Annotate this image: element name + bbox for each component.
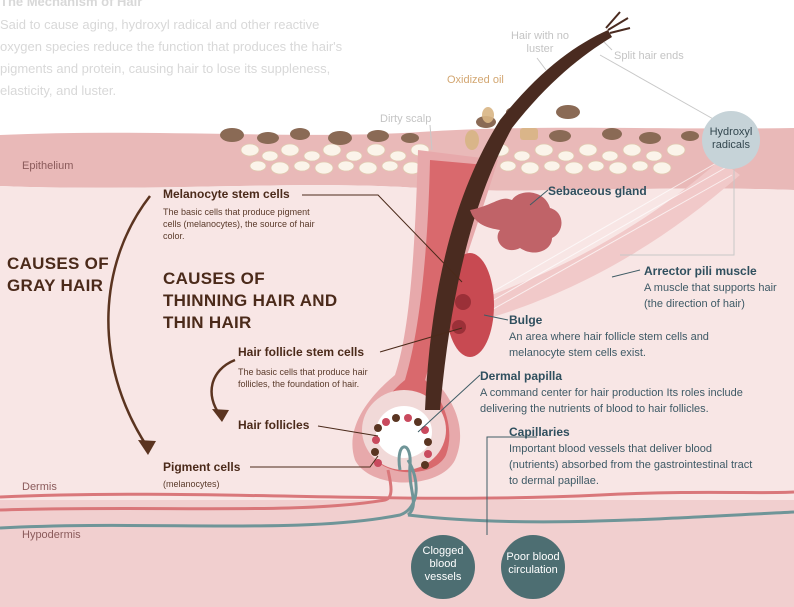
causes-gray-line1: CAUSES OF [7, 254, 109, 273]
causes-thin-line1: CAUSES OF [163, 269, 265, 288]
label-melanocyte: Melanocyte stem cells [163, 187, 290, 201]
label-bulge: Bulge [509, 313, 543, 327]
label-dermal-papilla: Dermal papilla [480, 369, 563, 383]
desc-capillaries: Important blood vessels that deliver blo… [509, 443, 753, 487]
intro-body: Said to cause aging, hydroxyl radical an… [0, 17, 343, 98]
desc-follicle-stem: The basic cells that produce hair follic… [238, 367, 368, 389]
dirt-particles [220, 105, 699, 145]
hair-shaft [425, 30, 612, 410]
label-hydroxyl: Hydroxyl radicals [709, 126, 753, 151]
label-clogged: Clogged blood vessels [422, 545, 464, 583]
label-dirty-scalp: Dirty scalp [380, 113, 432, 125]
desc-bulge: An area where hair follicle stem cells a… [509, 331, 709, 359]
sebaceous-gland [470, 192, 562, 253]
label-hair-no-luster: Hair with no luster [510, 30, 570, 55]
desc-dermal-papilla: A command center for hair production Its… [480, 387, 743, 415]
clogged-circle [411, 535, 475, 599]
label-arrector: Arrector pili muscle [644, 264, 757, 278]
label-sebaceous: Sebaceous gland [548, 184, 647, 198]
causes-thin-line2: THINNING HAIR AND [163, 291, 338, 310]
label-poor-circulation: Poor blood circulation [506, 551, 560, 576]
leader-lines [250, 194, 463, 468]
hydroxyl-circle [702, 111, 760, 169]
causes-gray-line2: GRAY HAIR [7, 276, 104, 295]
causes-thin-line3: THIN HAIR [163, 313, 252, 332]
causes-thin-heading: CAUSES OF THINNING HAIR AND THIN HAIR [163, 268, 337, 334]
scalp-cells [240, 143, 686, 175]
label-capillaries: Capillaries [509, 425, 570, 439]
desc-melanocyte: The basic cells that produce pigment cel… [163, 207, 315, 241]
label-oxidized-oil: Oxidized oil [447, 74, 504, 86]
desc-arrector: A muscle that supports hair (the directi… [644, 282, 777, 310]
layer-hypodermis: Hypodermis [22, 529, 81, 541]
arrector-pili-muscle [478, 160, 740, 318]
layer-dermis: Dermis [22, 481, 57, 493]
label-pigment: Pigment cells [163, 460, 241, 474]
intro-title: The Mechanism of Hair [0, 0, 143, 9]
capillaries [0, 445, 794, 530]
causes-gray-heading: CAUSES OF GRAY HAIR [7, 253, 109, 297]
poor-circle [501, 535, 565, 599]
label-split-ends: Split hair ends [614, 50, 684, 62]
label-follicle-stem: Hair follicle stem cells [238, 345, 365, 359]
label-hair-follicles: Hair follicles [238, 418, 310, 432]
desc-pigment: (melanocytes) [163, 479, 220, 489]
layer-epithelium: Epithelium [22, 160, 74, 172]
